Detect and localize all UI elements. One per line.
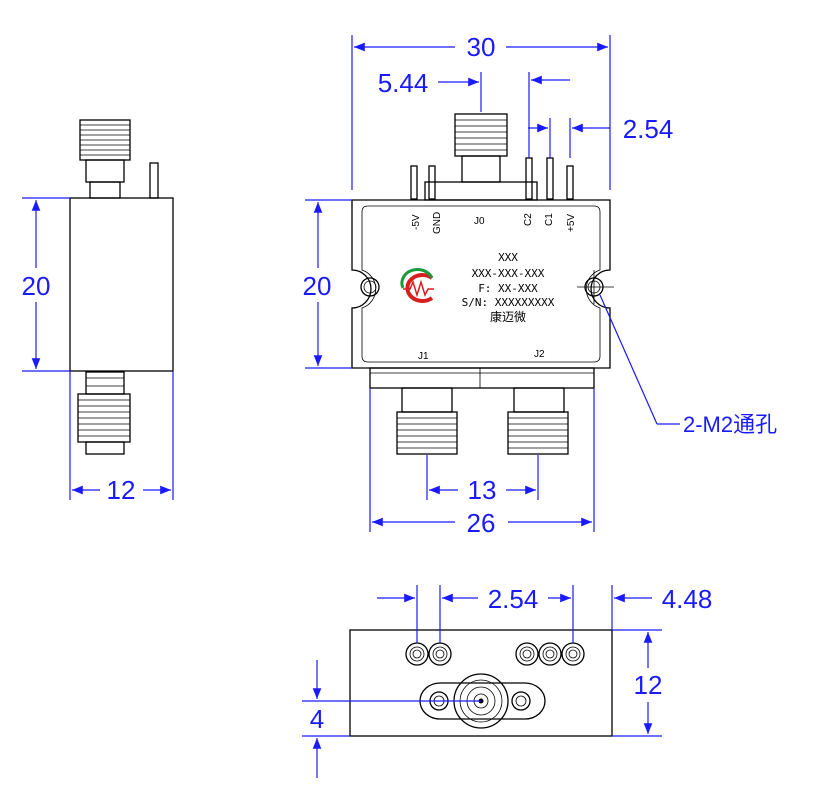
dim-top-height: 20	[303, 271, 332, 301]
label-line4: S/N: XXXXXXXXX	[462, 296, 555, 309]
pin-label-c2: C2	[523, 213, 534, 226]
label-line3: F: XX-XXX	[478, 282, 538, 295]
dim-bottom-width: 26	[467, 508, 496, 538]
dim-top-pin-pitch: 2.54	[623, 114, 674, 144]
pin-label-minus5v: -5V	[411, 214, 422, 230]
dim-rear-offset: 4.48	[662, 584, 713, 614]
mount-hole-left	[360, 277, 380, 297]
side-body	[69, 197, 174, 372]
side-top-connector	[79, 119, 159, 199]
dim-rear-center-height: 4	[310, 704, 324, 734]
mount-hole-callout: 2-M2通孔	[683, 412, 777, 437]
bottom-flange	[369, 367, 595, 389]
rear-view: 2.54 4.48 12 4	[302, 584, 712, 778]
rear-pins-right	[515, 642, 585, 666]
label-line5: 康迈微	[490, 309, 526, 324]
dim-top-offset: 5.44	[378, 68, 429, 98]
dim-connector-pitch: 13	[468, 475, 497, 505]
j0-connector	[424, 113, 538, 201]
rear-pins-left	[405, 642, 452, 666]
top-body-inner	[361, 205, 601, 363]
side-height-label: 20	[22, 271, 51, 301]
dim-top-width: 30	[467, 32, 496, 62]
top-pins	[410, 157, 574, 200]
brand-logo	[400, 268, 434, 303]
dim-rear-pitch: 2.54	[488, 584, 539, 614]
pin-label-plus5v: +5V	[566, 214, 577, 232]
side-width-label: 12	[107, 475, 136, 505]
pin-label-j2: J2	[534, 349, 545, 360]
j2-connector	[507, 387, 569, 455]
j1-connector	[396, 387, 458, 455]
dim-rear-height: 12	[634, 670, 663, 700]
top-view: -5V GND J0 C2 C1 +5V J1 J2 XXX XXX-XXX-X…	[303, 32, 778, 538]
label-line2: XXX-XXX-XXX	[472, 267, 545, 280]
rear-body	[349, 629, 613, 737]
pin-label-gnd: GND	[432, 212, 443, 234]
pin-label-j1: J1	[418, 351, 429, 362]
side-view: 20 12	[22, 119, 174, 505]
pin-label-j0: J0	[474, 216, 485, 227]
pin-label-c1: C1	[544, 213, 555, 226]
side-bottom-connector	[77, 371, 131, 455]
label-line1: XXX	[498, 251, 518, 264]
